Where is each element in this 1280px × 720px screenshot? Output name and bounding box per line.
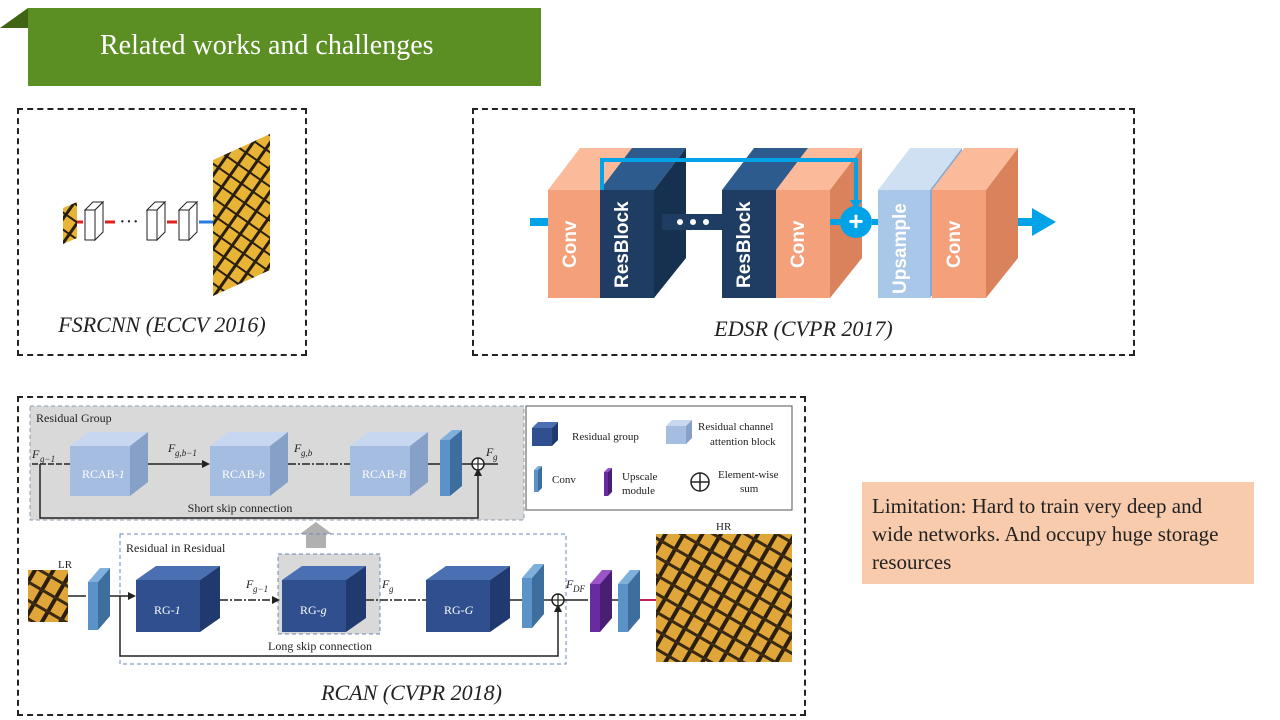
edsr-conv-block-2: Conv bbox=[776, 148, 862, 298]
rg-block-3: RG-G bbox=[426, 566, 510, 632]
svg-text:RCAB-b: RCAB-b bbox=[222, 467, 265, 481]
slide-title: Related works and challenges bbox=[100, 30, 434, 61]
svg-text:+: + bbox=[848, 206, 863, 236]
fsrcnn-cube-1 bbox=[83, 200, 105, 242]
svg-text:F: F bbox=[381, 577, 390, 591]
edsr-diagram: Conv ResBlock ResBlock Conv + Upsample bbox=[530, 148, 1056, 298]
fsrcnn-cube-2 bbox=[145, 200, 167, 242]
svg-text:LR: LR bbox=[58, 559, 73, 571]
edsr-caption: EDSR (CVPR 2017) bbox=[714, 316, 893, 341]
svg-text:Upscale: Upscale bbox=[622, 471, 658, 483]
svg-text:module: module bbox=[622, 485, 655, 497]
rcan-diagram: Residual Group F g−1 RCAB-1 F g,b−1 RCAB… bbox=[28, 405, 793, 665]
svg-text:F: F bbox=[31, 447, 40, 461]
title-banner bbox=[0, 8, 541, 86]
short-skip-label: Short skip connection bbox=[188, 501, 293, 515]
fsrcnn-output-image bbox=[213, 134, 270, 296]
legend-residual-group: Residual group bbox=[532, 422, 639, 446]
svg-text:g,b: g,b bbox=[301, 448, 313, 458]
legend-sum: Element-wise sum bbox=[690, 469, 779, 495]
svg-text:Residual group: Residual group bbox=[572, 431, 639, 443]
svg-text:attention block: attention block bbox=[710, 436, 776, 448]
svg-text:ResBlock: ResBlock bbox=[734, 201, 755, 288]
svg-text:g−1: g−1 bbox=[253, 584, 268, 594]
fsrcnn-layers: ··· bbox=[77, 200, 213, 242]
fsrcnn-input-image bbox=[63, 202, 77, 244]
rcab-block-2: RCAB-b bbox=[210, 432, 288, 496]
edsr-conv-block-3: Conv bbox=[932, 148, 1018, 298]
rir-conv-in bbox=[88, 568, 110, 630]
svg-text:g,b−1: g,b−1 bbox=[175, 448, 197, 458]
rg-block-2: RG-g bbox=[282, 566, 366, 632]
svg-text:Conv: Conv bbox=[552, 474, 576, 486]
rcan-caption: RCAN (CVPR 2018) bbox=[321, 680, 502, 705]
limitation-note: Limitation: Hard to train very deep and … bbox=[862, 482, 1254, 584]
svg-text:Upsample: Upsample bbox=[890, 203, 911, 294]
rir-conv-out bbox=[522, 564, 544, 628]
svg-text:F: F bbox=[485, 445, 494, 459]
fsrcnn-diagram: ··· bbox=[63, 134, 270, 296]
long-skip-label: Long skip connection bbox=[268, 639, 372, 653]
svg-text:ResBlock: ResBlock bbox=[612, 201, 633, 288]
svg-text:HR: HR bbox=[716, 521, 732, 533]
lr-image bbox=[28, 570, 68, 622]
rg-conv-layer bbox=[440, 430, 462, 496]
rir-label: Residual in Residual bbox=[126, 541, 226, 555]
svg-text:Conv: Conv bbox=[944, 220, 965, 268]
fsrcnn-panel bbox=[17, 108, 307, 356]
legend-upscale: Upscale module bbox=[604, 468, 658, 497]
svg-text:Element-wise: Element-wise bbox=[718, 469, 779, 481]
fsrcnn-caption: FSRCNN (ECCV 2016) bbox=[58, 312, 266, 337]
edsr-panel bbox=[472, 108, 1135, 356]
svg-text:F: F bbox=[565, 577, 574, 591]
residual-group-label: Residual Group bbox=[36, 411, 112, 425]
svg-text:RCAB-B: RCAB-B bbox=[362, 467, 407, 481]
legend-conv: Conv bbox=[534, 466, 576, 492]
edsr-resblock-1: ResBlock bbox=[600, 148, 686, 298]
svg-text:sum: sum bbox=[740, 483, 759, 495]
rcab-block-1: RCAB-1 bbox=[70, 432, 148, 496]
svg-text:F: F bbox=[167, 441, 176, 455]
svg-text:RG-1: RG-1 bbox=[154, 603, 181, 617]
svg-text:DF: DF bbox=[572, 584, 585, 594]
hr-image bbox=[656, 534, 792, 662]
final-conv bbox=[618, 570, 640, 632]
svg-text:RCAB-1: RCAB-1 bbox=[82, 467, 125, 481]
fsrcnn-cube-3 bbox=[177, 200, 199, 242]
rg-block-1: RG-1 bbox=[136, 566, 220, 632]
svg-text:Conv: Conv bbox=[788, 220, 809, 268]
svg-text:F: F bbox=[245, 577, 254, 591]
svg-text:g−1: g−1 bbox=[40, 454, 55, 464]
svg-text:Residual channel: Residual channel bbox=[698, 421, 773, 433]
rcab-block-3: RCAB-B bbox=[350, 432, 428, 496]
fsrcnn-ellipsis: ··· bbox=[119, 211, 139, 233]
svg-text:RG-g: RG-g bbox=[300, 603, 327, 617]
rcan-panel bbox=[17, 396, 806, 716]
svg-text:Conv: Conv bbox=[560, 220, 581, 268]
upscale-module bbox=[590, 570, 612, 632]
svg-text:g: g bbox=[389, 584, 394, 594]
svg-text:g: g bbox=[493, 452, 498, 462]
svg-text:F: F bbox=[293, 441, 302, 455]
rcan-legend bbox=[525, 405, 793, 511]
legend-rcab: Residual channel attention block bbox=[666, 420, 776, 448]
svg-text:RG-G: RG-G bbox=[444, 603, 474, 617]
edsr-sum-node bbox=[840, 206, 872, 238]
